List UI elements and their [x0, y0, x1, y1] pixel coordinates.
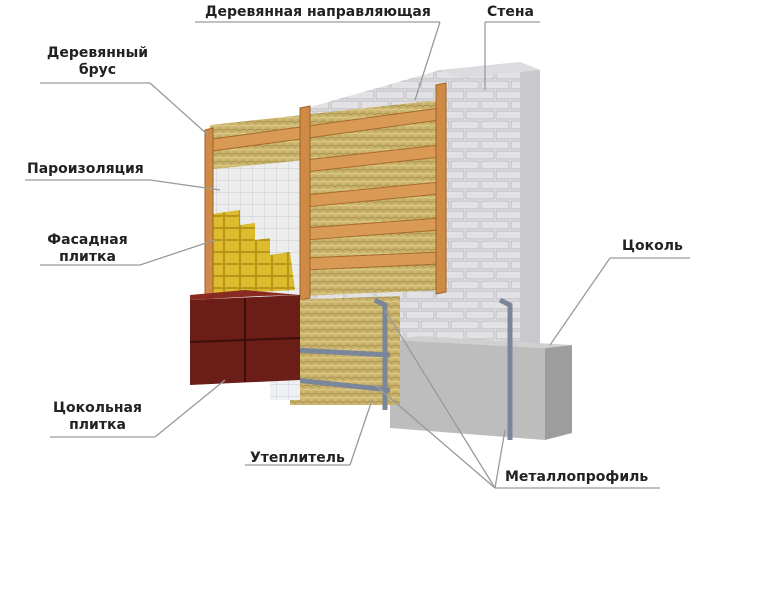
label-wooden-guide: Деревянная направляющая	[205, 4, 431, 20]
label-facade-tile-line2: плитка	[59, 249, 116, 265]
leader-lines	[25, 21, 690, 489]
plinth-tiles	[189, 290, 301, 385]
label-plinth: Цоколь	[622, 238, 683, 254]
label-plinth-tile: Цокольная плитка	[40, 400, 155, 434]
label-metal-profile: Металлопрофиль	[505, 469, 649, 485]
label-facade-tile-line1: Фасадная	[47, 232, 128, 248]
metal-profiles	[294, 297, 513, 440]
label-plinth-tile-line2: плитка	[69, 417, 126, 433]
label-wooden-beam-line1: Деревянный	[46, 45, 149, 61]
label-wooden-beam: Деревянный брус	[40, 45, 155, 79]
plinth-block	[390, 336, 572, 440]
label-plinth-tile-line1: Цокольная	[53, 400, 142, 416]
label-wooden-beam-line2: брус	[78, 62, 117, 78]
label-wall: Стена	[487, 4, 535, 20]
label-insulation: Утеплитель	[250, 450, 345, 466]
label-facade-tile: Фасадная плитка	[35, 232, 140, 266]
facade-tile-area	[205, 210, 295, 295]
label-vapor-barrier: Пароизоляция	[27, 161, 144, 177]
